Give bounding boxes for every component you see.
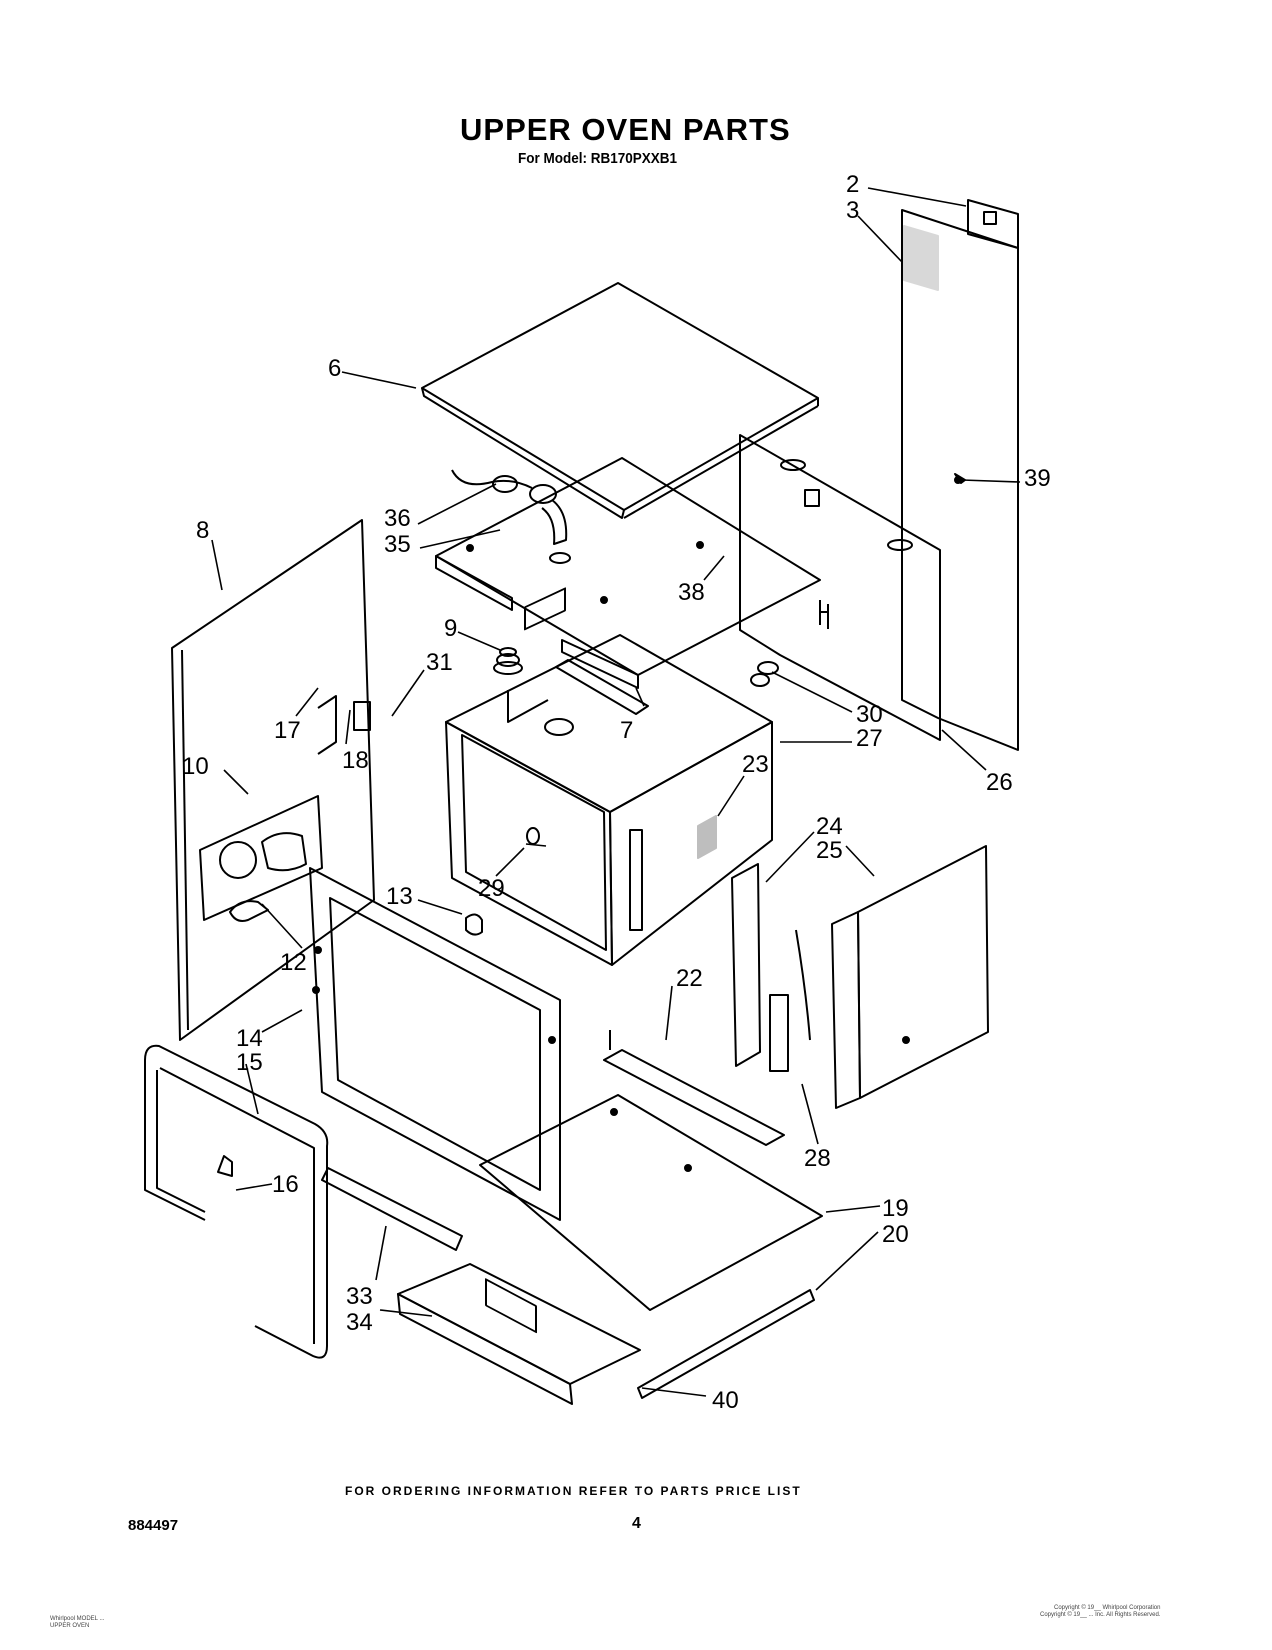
callout-12: 12 xyxy=(280,949,307,976)
callout-31: 31 xyxy=(426,649,453,676)
callout-23: 23 xyxy=(742,751,769,778)
page-number: 4 xyxy=(632,1515,641,1532)
callout-15: 15 xyxy=(236,1049,263,1076)
part-clip-16 xyxy=(217,1155,233,1177)
part-broiler-vent xyxy=(321,1167,641,1405)
part-bottom-panel xyxy=(479,1094,823,1311)
part-heat-shield xyxy=(435,457,821,689)
callout-18: 18 xyxy=(342,747,369,774)
part-sensor-9 xyxy=(493,647,523,675)
callout-38: 38 xyxy=(678,579,705,606)
callout-29: 29 xyxy=(478,875,505,902)
part-sensor-assembly xyxy=(451,469,571,564)
part-rear-panel xyxy=(901,209,1019,751)
callout-33: 33 xyxy=(346,1283,373,1310)
callout-14: 14 xyxy=(236,1025,263,1052)
callout-17: 17 xyxy=(274,717,301,744)
part-hinge-24 xyxy=(731,863,761,1067)
callout-6: 6 xyxy=(328,355,341,382)
leader-lines xyxy=(211,187,1021,1397)
callout-9: 9 xyxy=(444,615,457,642)
document-number: 884497 xyxy=(128,1517,179,1534)
part-hinge-28 xyxy=(769,929,811,1072)
callout-40: 40 xyxy=(712,1387,739,1414)
part-rail-22 xyxy=(603,1030,785,1146)
part-left-side-panel xyxy=(171,519,375,1041)
callout-30: 30 xyxy=(856,701,883,728)
model-subtitle: For Model: RB170PXXB1 xyxy=(518,150,678,167)
callout-3: 3 xyxy=(846,197,859,224)
callout-13: 13 xyxy=(386,883,413,910)
callout-28: 28 xyxy=(804,1145,831,1172)
callout-24: 24 xyxy=(816,813,843,840)
part-door-gasket xyxy=(144,1044,329,1359)
callout-numbers: 2 3 6 8 39 36 35 38 9 31 17 7 30 27 26 2… xyxy=(182,171,1051,1414)
callout-26: 26 xyxy=(986,769,1013,796)
page-title: UPPER OVEN PARTS xyxy=(460,112,791,147)
callout-19: 19 xyxy=(882,1195,909,1222)
callout-7: 7 xyxy=(620,717,633,744)
part-right-side-panel xyxy=(739,434,941,741)
callout-27: 27 xyxy=(856,725,883,752)
callout-36: 36 xyxy=(384,505,411,532)
fine-print-left: Whirlpool MODEL ... UPPER OVEN xyxy=(50,1616,105,1629)
callout-22: 22 xyxy=(676,965,703,992)
callout-10: 10 xyxy=(182,753,209,780)
part-plug-30 xyxy=(757,661,779,675)
callout-8: 8 xyxy=(196,517,209,544)
callout-16: 16 xyxy=(272,1171,299,1198)
callout-34: 34 xyxy=(346,1309,373,1336)
callout-35: 35 xyxy=(384,531,411,558)
ordering-note: FOR ORDERING INFORMATION REFER TO PARTS … xyxy=(345,1484,802,1498)
callout-2: 2 xyxy=(846,171,859,198)
callout-20: 20 xyxy=(882,1221,909,1248)
part-bottom-rail xyxy=(637,1289,815,1399)
callout-25: 25 xyxy=(816,837,843,864)
callout-39: 39 xyxy=(1024,465,1051,492)
part-top-rail xyxy=(555,659,649,715)
part-clip-13 xyxy=(465,913,483,936)
part-top-panel xyxy=(421,282,819,519)
part-side-door-25 xyxy=(831,845,989,1109)
fine-print-right: Copyright © 19__ Whirlpool Corporation C… xyxy=(1040,1605,1161,1618)
part-door-frame xyxy=(309,867,561,1221)
